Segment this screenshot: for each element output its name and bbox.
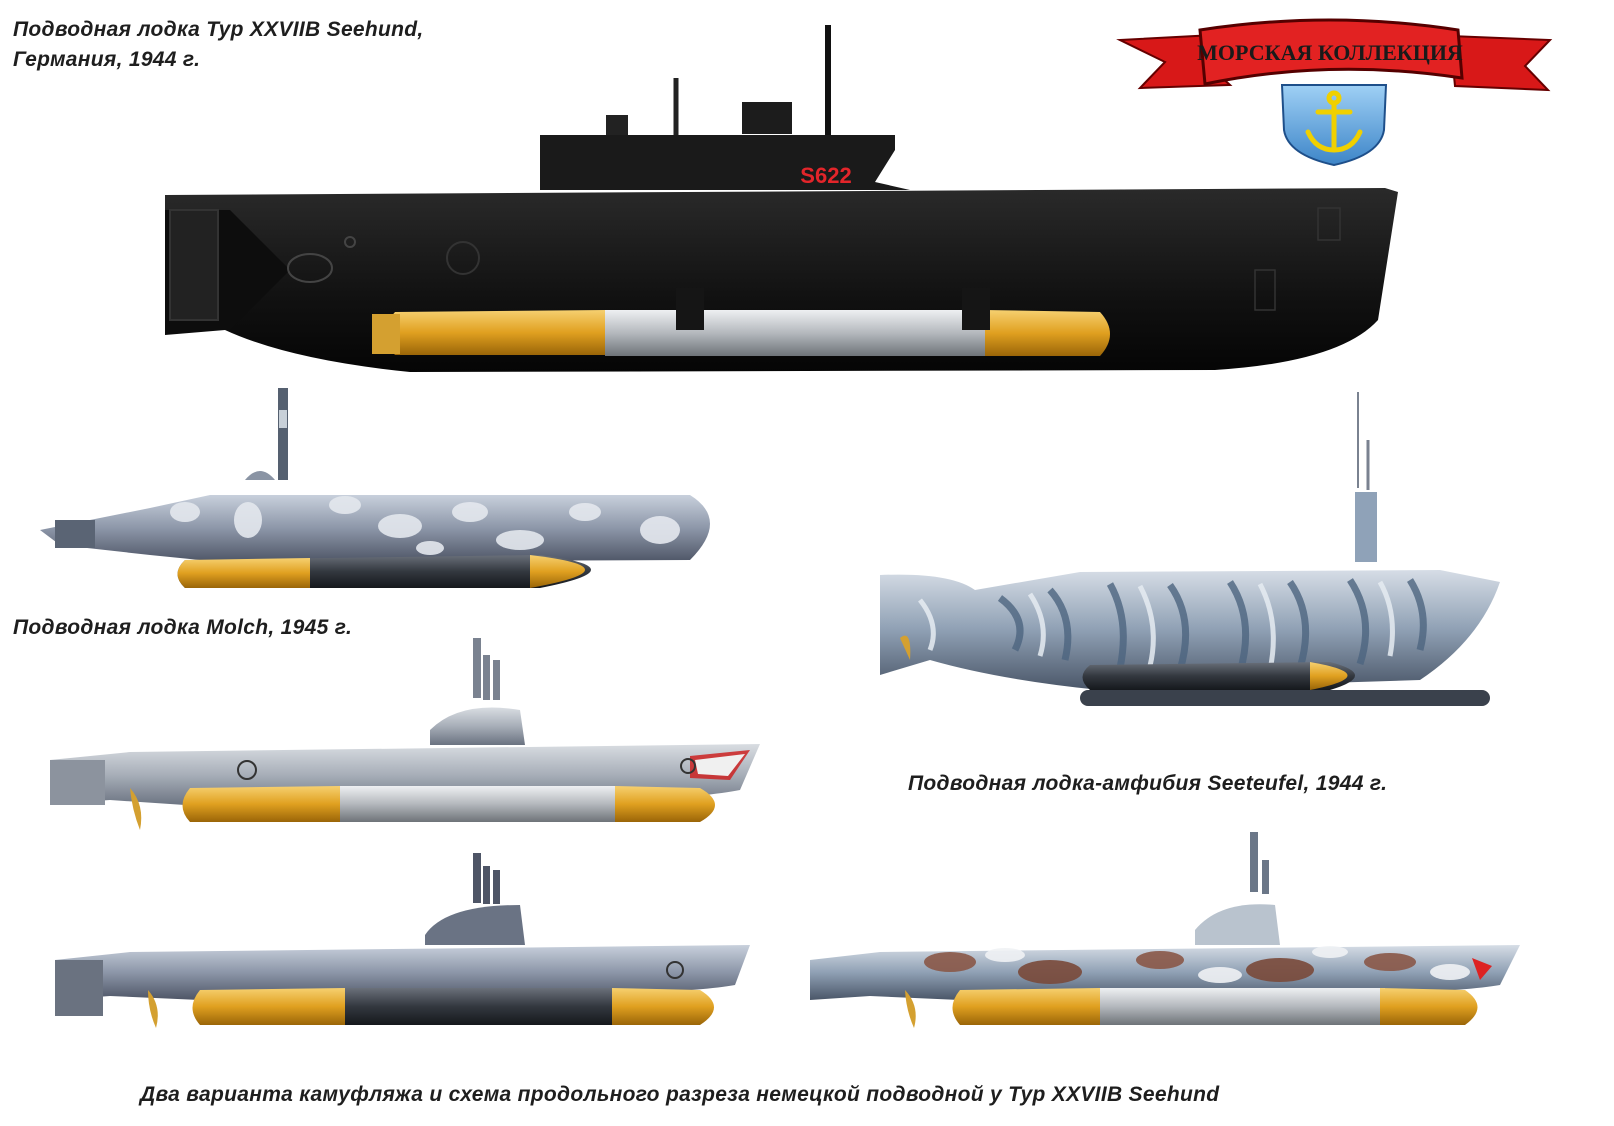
naval-collection-emblem: МОРСКАЯ КОЛЛЕКЦИЯ	[1116, 18, 1553, 167]
anchor-icon	[1305, 90, 1363, 153]
molch-profile	[40, 388, 710, 588]
seeteufel-caption: Подводная лодка-амфибия Seeteufel, 1944 …	[908, 772, 1388, 795]
seehund-bluegrey-profile	[55, 853, 750, 1028]
seehund-black-profile: S622	[165, 25, 1398, 372]
seeteufel-profile	[880, 392, 1500, 706]
seehund-grey-profile	[50, 638, 760, 830]
seehund-torpedo-pair	[372, 288, 1110, 356]
seeteufel-tracks	[1080, 690, 1490, 706]
seehund-camo-profile	[810, 832, 1520, 1028]
molch-caption: Подводная лодка Molch, 1945 г.	[13, 616, 353, 639]
banner-text: МОРСКАЯ КОЛЛЕКЦИЯ	[1197, 40, 1463, 65]
hull-marking-s622: S622	[800, 163, 851, 188]
seehund-title-line2: Германия, 1944 г.	[13, 48, 201, 71]
seehund-title-line1: Подводная лодка Typ XXVIIB Seehund,	[13, 18, 424, 41]
bottom-caption: Два варианта камуфляжа и схема продольно…	[140, 1083, 1220, 1106]
banner-right-tail	[1448, 34, 1553, 92]
banner-ribbon	[1198, 18, 1464, 86]
shark-mouth-icon	[680, 750, 750, 780]
